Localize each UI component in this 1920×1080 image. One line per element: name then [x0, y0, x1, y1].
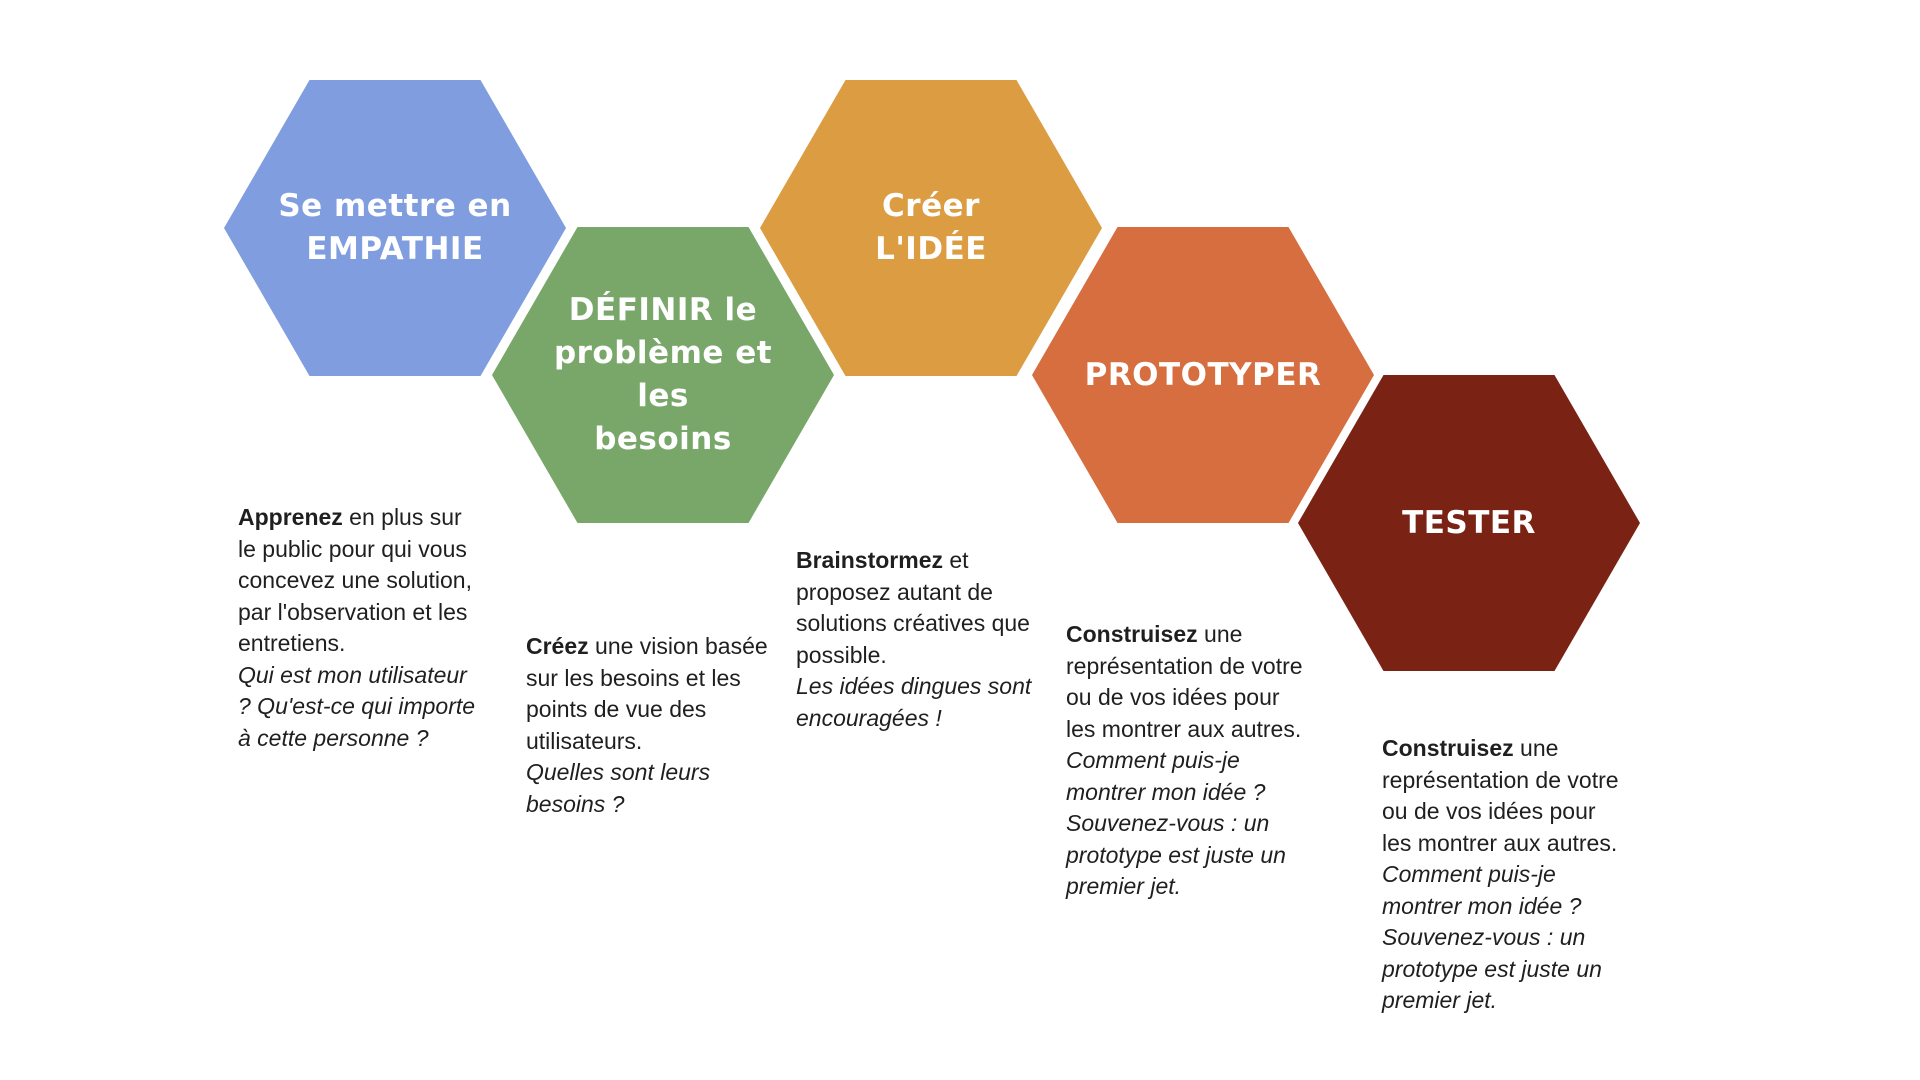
hexagon-label-creer: Créer L'IDÉE	[875, 188, 987, 267]
description-lead-definir: Créez	[526, 633, 589, 659]
description-question-prototyper: Comment puis-je montrer mon idée ? Souve…	[1066, 747, 1286, 899]
hexagon-label-prototyper: PROTOTYPER	[1084, 356, 1322, 393]
description-text-prototyper: une représentation de votre ou de vos id…	[1066, 621, 1303, 742]
hexagon-label-tester: TESTER	[1402, 504, 1536, 541]
description-lead-creer: Brainstormez	[796, 547, 943, 573]
description-creer: Brainstormez et proposez autant de solut…	[796, 545, 1041, 734]
description-text-definir: une vision basée sur les besoins et les …	[526, 633, 768, 754]
hexagon-prototyper: PROTOTYPER	[1032, 227, 1374, 523]
description-text-creer: et proposez autant de solutions créative…	[796, 547, 1030, 668]
hexagon-label-empathie: Se mettre en EMPATHIE	[278, 188, 512, 267]
description-question-definir: Quelles sont leurs besoins ?	[526, 759, 711, 817]
description-text-tester: une représentation de votre ou de vos id…	[1382, 735, 1619, 856]
hexagon-empathie: Se mettre en EMPATHIE	[224, 80, 566, 376]
description-definir: Créez une vision basée sur les besoins e…	[526, 631, 776, 820]
description-text-empathie: en plus sur le public pour qui vous conc…	[238, 504, 472, 656]
description-lead-tester: Construisez	[1382, 735, 1514, 761]
description-question-empathie: Qui est mon utilisateur ? Qu'est-ce qui …	[238, 661, 476, 751]
description-question-tester: Comment puis-je montrer mon idée ? Souve…	[1382, 861, 1602, 1013]
hexagon-tester: TESTER	[1298, 375, 1640, 671]
hexagon-label-definir: DÉFINIR le problème et les besoins	[553, 292, 773, 457]
description-lead-empathie: Apprenez	[238, 504, 343, 530]
description-tester: Construisez une représentation de votre …	[1382, 733, 1627, 1017]
hexagon-creer: Créer L'IDÉE	[760, 80, 1102, 376]
description-lead-prototyper: Construisez	[1066, 621, 1198, 647]
hexagon-definir: DÉFINIR le problème et les besoins	[492, 227, 834, 523]
description-prototyper: Construisez une représentation de votre …	[1066, 619, 1311, 903]
description-question-creer: Les idées dingues sont encouragées !	[796, 673, 1032, 731]
description-empathie: Apprenez en plus sur le public pour qui …	[238, 502, 483, 754]
